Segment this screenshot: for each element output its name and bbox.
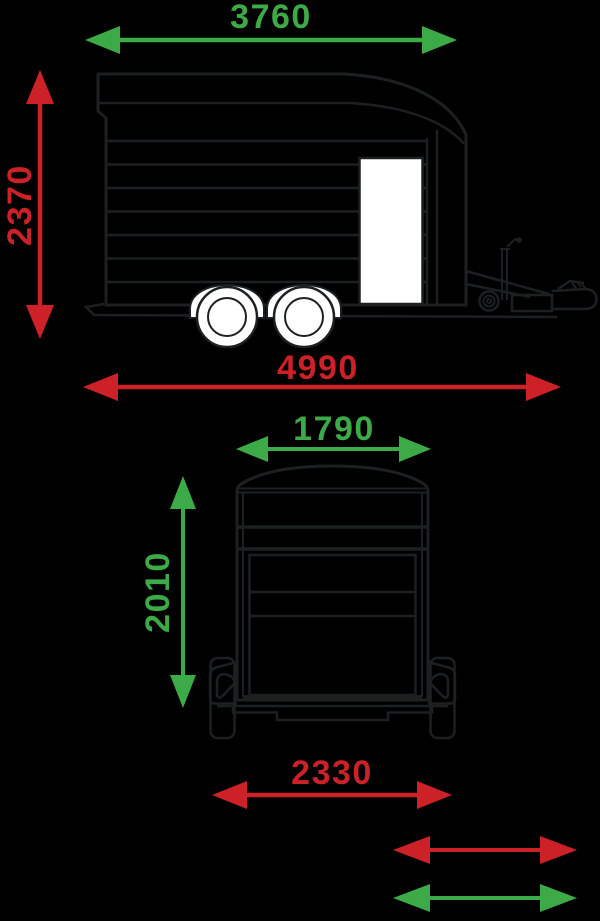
arrowhead-up: [170, 476, 196, 509]
arrowhead-left: [85, 26, 120, 54]
arrowhead-left: [393, 884, 430, 912]
dimension-label-overall-width: 2330: [291, 754, 373, 792]
arrowhead-right: [417, 781, 452, 809]
side-door: [358, 156, 424, 306]
dimension-label-top-body-length: 3760: [230, 0, 312, 36]
dimension-arrow-1790: [236, 436, 431, 462]
dimension-arrow-2010: [170, 476, 196, 708]
arrowhead-right: [526, 373, 561, 401]
dimension-arrow-2370: [26, 70, 54, 339]
arrowhead-left: [212, 781, 247, 809]
arrowhead-down: [170, 675, 196, 708]
front-fender-right-brace: [429, 672, 450, 699]
arrowhead-right: [540, 884, 577, 912]
arrowhead-up: [26, 70, 54, 104]
front-ramp-panel: [248, 553, 417, 697]
legend-external-arrow-red: [393, 836, 577, 864]
hitch-coupling: [551, 287, 598, 311]
dimension-label-inner-height: 2010: [139, 551, 177, 633]
hitch-handle: [557, 279, 585, 291]
side-wheel-front: [272, 285, 336, 349]
trailer-front-view: [208, 464, 457, 740]
arrowhead-right: [540, 836, 577, 864]
arrowhead-right: [422, 26, 457, 54]
drawbar: [465, 269, 598, 313]
jockey-wheel: [478, 237, 522, 312]
trailer-side-view: [83, 72, 598, 349]
front-fender-right: [427, 660, 457, 705]
front-underframe: [231, 706, 434, 722]
front-fender-left-brace: [215, 672, 236, 699]
front-tire-left: [209, 656, 236, 740]
dimension-arrow-2330: [212, 781, 452, 809]
arrowhead-down: [26, 305, 54, 339]
side-wheel-rear: [195, 285, 259, 349]
dimension-label-overall-height: 2370: [1, 164, 39, 246]
arrowhead-right: [399, 436, 431, 462]
dimension-label-overall-length: 4990: [277, 349, 359, 387]
side-roof-rail: [98, 101, 465, 145]
hitch-handle-grip: [571, 281, 587, 290]
arrowhead-left: [393, 836, 430, 864]
arrowhead-left: [236, 436, 268, 462]
dimension-arrow-3760: [85, 26, 457, 54]
legend-internal-arrow-green: [393, 884, 577, 912]
front-fender-left: [208, 660, 238, 705]
front-tire-right: [429, 656, 456, 740]
dimension-arrow-4990: [83, 373, 561, 401]
dimension-label-inner-width: 1790: [293, 410, 375, 448]
arrowhead-left: [83, 373, 118, 401]
